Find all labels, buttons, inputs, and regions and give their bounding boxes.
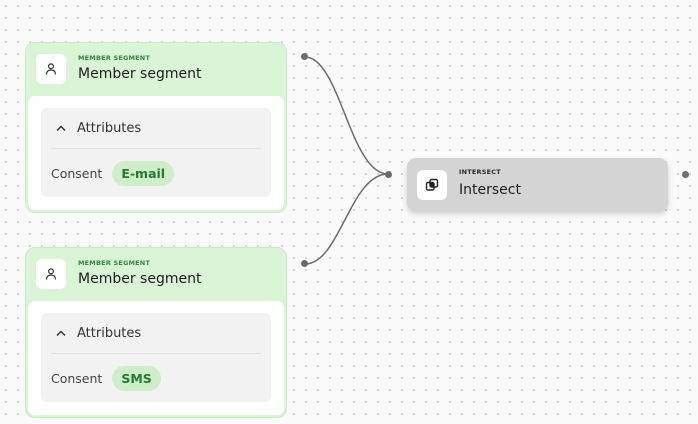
attributes-toggle[interactable]: Attributes	[51, 313, 261, 354]
attributes-label: Attributes	[77, 120, 142, 136]
person-icon	[36, 54, 66, 84]
member-segment-node-1[interactable]: MEMBER SEGMENT Member segment Attributes…	[25, 42, 287, 213]
chevron-up-icon	[55, 121, 69, 136]
consent-value-badge[interactable]: E-mail	[112, 161, 175, 186]
segment-1-output-handle[interactable]	[301, 53, 308, 60]
attributes-panel: Attributes Consent SMS	[41, 313, 271, 402]
segment-body: Attributes Consent E-mail	[28, 96, 284, 210]
segment-title: Member segment	[78, 66, 202, 82]
intersect-type-label: INTERSECT	[459, 168, 501, 176]
segment-2-output-handle[interactable]	[301, 260, 308, 267]
segment-title: Member segment	[78, 271, 202, 287]
segment-header: MEMBER SEGMENT Member segment	[26, 248, 286, 300]
attributes-panel: Attributes Consent E-mail	[41, 108, 271, 197]
segment-type-label: MEMBER SEGMENT	[78, 259, 151, 267]
intersect-icon	[417, 170, 447, 200]
intersect-title: Intersect	[459, 182, 521, 198]
edge-segment1-to-intersect	[304, 56, 389, 175]
consent-label: Consent	[51, 166, 103, 181]
edge-segment2-to-intersect	[304, 173, 389, 265]
intersect-node[interactable]: INTERSECT Intersect	[407, 158, 668, 211]
consent-value-badge[interactable]: SMS	[112, 366, 161, 391]
person-icon	[36, 259, 66, 289]
consent-row: Consent SMS	[51, 366, 161, 391]
intersect-output-handle[interactable]	[682, 171, 689, 178]
attributes-label: Attributes	[77, 325, 142, 341]
attributes-toggle[interactable]: Attributes	[51, 108, 261, 149]
segment-type-label: MEMBER SEGMENT	[78, 54, 151, 62]
chevron-up-icon	[55, 326, 69, 341]
segment-body: Attributes Consent SMS	[28, 301, 284, 415]
segment-header: MEMBER SEGMENT Member segment	[26, 43, 286, 95]
member-segment-node-2[interactable]: MEMBER SEGMENT Member segment Attributes…	[25, 247, 287, 418]
consent-row: Consent E-mail	[51, 161, 175, 186]
consent-label: Consent	[51, 371, 103, 386]
intersect-input-handle[interactable]	[385, 171, 392, 178]
